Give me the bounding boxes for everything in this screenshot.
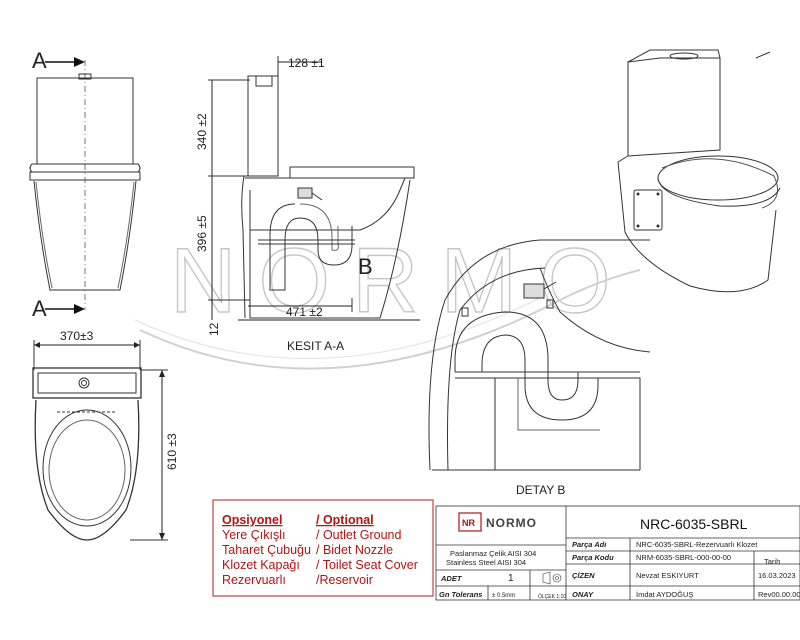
dimension-tank-height: 340 ±2 [195, 113, 209, 150]
label-date: Tarih [764, 557, 780, 566]
label-qty: ADET [440, 574, 463, 583]
watermark-text: NORMO [170, 230, 633, 332]
option-label-tr: Taharet Çubuğu [222, 543, 311, 557]
option-label-en: / Toilet Seat Cover [316, 558, 418, 572]
dimension-depth: 471 ±2 [286, 305, 323, 319]
option-label-en: /Reservoir [316, 573, 373, 587]
dimension-top-width: 128 ±1 [288, 56, 325, 70]
dimension-plan-depth: 610 ±3 [165, 433, 179, 470]
logo-text: NORMO [486, 516, 537, 530]
value-drawn: Nevzat ESKIYURT [636, 571, 699, 580]
section-view [208, 56, 420, 321]
section-label-a-top: A [32, 48, 47, 73]
value-qty: 1 [508, 573, 514, 584]
dimension-floor-height: 12 [207, 322, 221, 336]
option-label-en: / Outlet Ground [316, 528, 402, 542]
label-drawn: ÇİZEN [572, 571, 595, 580]
dimension-seat-height: 396 ±5 [195, 215, 209, 252]
options-header-tr: Opsiyonel [222, 513, 282, 527]
section-label-a-bottom: A [32, 296, 47, 321]
value-approve: İmdat AYDOĞUŞ [636, 590, 693, 599]
section-caption: KESIT A-A [287, 339, 344, 353]
projection-symbol-icon [542, 571, 562, 585]
value-scale: ÖLÇEK 1:10 [538, 593, 566, 600]
label-approve: ONAY [572, 590, 594, 599]
options-header-en: / Optional [316, 513, 374, 527]
option-label-en: / Bidet Nozzle [316, 543, 393, 557]
options-box: Opsiyonel / Optional Yere Çıkışlı / Outl… [212, 499, 434, 597]
option-label-tr: Rezervuarlı [222, 573, 286, 587]
title-block [435, 505, 800, 601]
option-label-tr: Klozet Kapağı [222, 558, 300, 572]
dimension-plan-width: 370±3 [60, 329, 94, 343]
detail-view [428, 239, 651, 471]
value-part-code: NRM-6035-SBRL-000-00-00 [636, 553, 731, 562]
value-part-name: NRC-6035-SBRL-Rezervuarlı Klozet [636, 540, 758, 549]
material-tr: Paslanmaz Çelik AISI 304 [450, 549, 536, 558]
material-en: Stainless Steel AISI 304 [446, 558, 526, 567]
option-label-tr: Yere Çıkışlı [222, 528, 285, 542]
part-code-title: NRC-6035-SBRL [640, 516, 748, 532]
isometric-view [617, 49, 781, 293]
label-part-name: Parça Adı [572, 540, 606, 549]
value-date: 16.03.2023 [758, 571, 796, 580]
value-tolerance: ± 0.5mm [492, 593, 515, 599]
front-view [29, 57, 141, 314]
value-revision: Rev00.00.00 [758, 590, 800, 599]
label-tolerance: Gn Tolerans [439, 590, 482, 599]
watermark: NORMO [134, 229, 641, 370]
label-part-code: Parça Kodu [572, 553, 614, 562]
plan-view [32, 340, 168, 541]
section-label-b: B [358, 254, 373, 279]
logo-mark: NR [462, 518, 475, 528]
detail-caption: DETAY B [516, 483, 565, 497]
